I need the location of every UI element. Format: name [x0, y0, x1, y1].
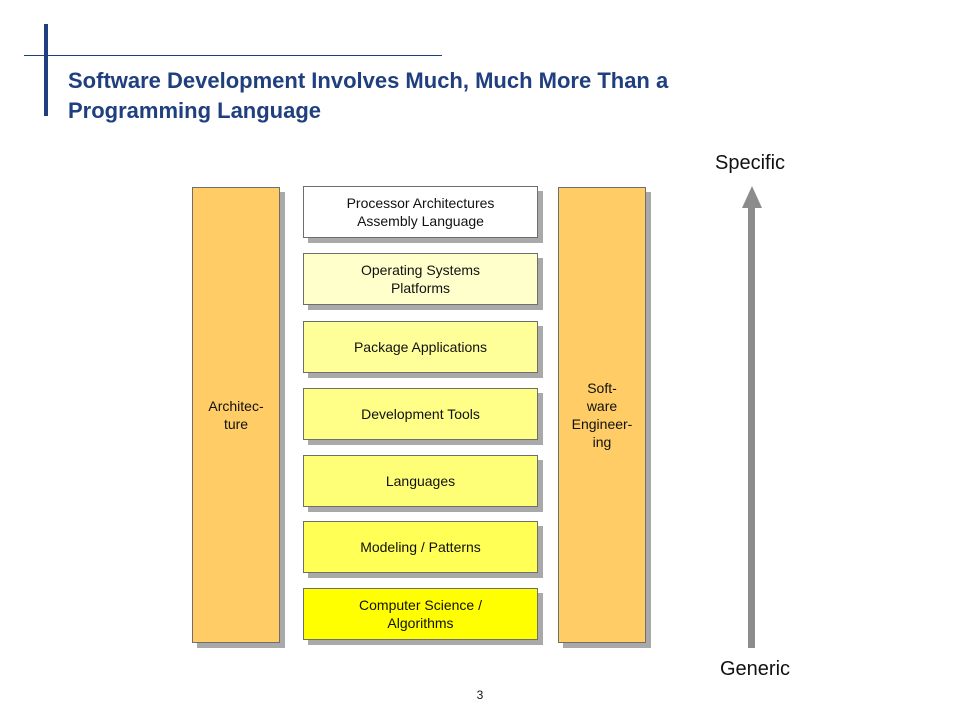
title-accent-bar [44, 24, 48, 116]
page-number: 3 [476, 688, 484, 702]
layer-computer-science: Computer Science / Algorithms [303, 588, 538, 640]
layer-label-line-1: Package Applications [353, 339, 488, 355]
software-engineering-label-line-3: Engineer- [571, 416, 633, 432]
layer-label-line-2: Platforms [390, 280, 451, 296]
layer-operating-systems: Operating Systems Platforms [303, 253, 538, 305]
slide-title-line-1: Software Development Involves Much, Much… [68, 68, 669, 93]
layer-languages: Languages [303, 455, 538, 507]
layer-label-line-1: Languages [385, 473, 456, 489]
layer-label-line-2: Assembly Language [357, 213, 484, 229]
software-engineering-column: Soft- ware Engineer- ing [558, 187, 646, 643]
layer-processor-architectures: Processor Architectures Assembly Languag… [303, 186, 538, 238]
software-engineering-label-line-4: ing [592, 434, 612, 450]
layer-label-line-1: Modeling / Patterns [360, 539, 481, 555]
layer-package-applications: Package Applications [303, 321, 538, 373]
layer-label-line-2: Algorithms [387, 615, 454, 631]
layer-label-line-1: Computer Science / [359, 597, 482, 613]
software-engineering-label-line-2: ware [586, 398, 618, 414]
layer-label-line-1: Operating Systems [360, 262, 481, 278]
layer-development-tools: Development Tools [303, 388, 538, 440]
architecture-label-line-2: ture [223, 416, 249, 432]
specific-label: Specific [714, 152, 786, 174]
arrow-shaft [748, 205, 755, 648]
layer-label-line-1: Development Tools [361, 406, 480, 422]
arrow-up-icon [742, 186, 762, 208]
architecture-column: Architec- ture [192, 187, 280, 643]
title-accent-line [24, 55, 442, 56]
generic-label: Generic [719, 658, 791, 680]
slide-title: Software Development Involves Much, Much… [68, 66, 928, 126]
layer-label-line-1: Processor Architectures [346, 195, 495, 211]
slide-title-line-2: Programming Language [68, 98, 322, 123]
layer-modeling-patterns: Modeling / Patterns [303, 521, 538, 573]
software-engineering-label-line-1: Soft- [587, 380, 617, 396]
architecture-label-line-1: Architec- [208, 398, 264, 414]
